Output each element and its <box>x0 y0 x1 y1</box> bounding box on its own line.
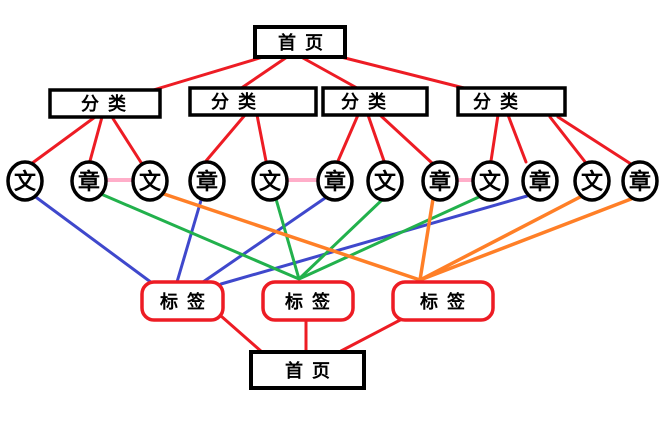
edge-article-3-tag-3 <box>159 191 422 282</box>
category-1-label: 分类 <box>81 93 135 115</box>
node-article-11: 文 <box>573 160 611 202</box>
node-article-1: 文 <box>6 160 44 202</box>
node-article-5: 文 <box>251 160 289 202</box>
edge-home-top-category-2 <box>238 55 289 91</box>
node-tag-2: 标签 <box>261 280 355 322</box>
node-tag-1: 标签 <box>140 280 225 322</box>
edge-article-5-tag-2 <box>274 197 301 281</box>
category-4-box <box>456 86 567 117</box>
edge-category-1-article-3 <box>110 115 144 166</box>
category-4-label: 分类 <box>473 91 527 113</box>
edge-category-2-article-4 <box>204 113 247 163</box>
node-tag-3: 标签 <box>391 280 495 322</box>
edge-layer <box>29 54 633 354</box>
edge-home-top-category-1 <box>148 55 265 93</box>
home-bottom-box <box>249 350 366 390</box>
node-category-4: 分类 <box>456 86 567 117</box>
edge-category-4-article-12 <box>556 115 633 166</box>
node-category-2: 分类 <box>188 86 318 117</box>
node-category-3: 分类 <box>321 86 429 117</box>
edge-article-10-tag-1 <box>219 194 529 286</box>
article-12-label: 章 <box>629 169 651 195</box>
edge-article-11-tag-3 <box>418 194 584 282</box>
article-8-circle <box>421 160 459 202</box>
node-home-top: 首页 <box>253 25 347 59</box>
node-category-1: 分类 <box>48 88 162 119</box>
node-article-8: 章 <box>421 160 459 202</box>
article-3-label: 文 <box>139 169 162 195</box>
article-1-circle <box>6 160 44 202</box>
home-bottom-label: 首页 <box>285 360 339 382</box>
tag-3-label: 标签 <box>419 291 474 313</box>
edge-category-4-article-10 <box>506 113 528 164</box>
article-10-circle <box>521 160 559 202</box>
edge-category-2-article-5 <box>255 113 268 163</box>
category-2-label: 分类 <box>211 91 265 113</box>
category-3-label: 分类 <box>341 91 395 113</box>
edge-category-1-article-2 <box>88 115 104 163</box>
article-3-circle <box>131 160 169 202</box>
article-7-label: 文 <box>374 169 397 195</box>
home-top-label: 首页 <box>278 32 332 54</box>
edge-article-8-tag-3 <box>418 197 435 282</box>
article-12-circle <box>621 160 659 202</box>
category-1-box <box>48 88 162 119</box>
article-10-label: 章 <box>529 169 551 195</box>
edge-tag-1-home-bottom <box>219 314 264 354</box>
node-article-9: 文 <box>471 160 509 202</box>
node-article-6: 章 <box>316 160 354 202</box>
article-2-circle <box>70 160 108 202</box>
home-top-box <box>253 25 347 59</box>
tag-1-box <box>140 280 225 322</box>
edge-article-9-tag-2 <box>297 194 483 281</box>
edge-article-1-tag-1 <box>31 193 154 285</box>
article-11-circle <box>573 160 611 202</box>
node-article-2: 章 <box>70 160 108 202</box>
article-5-circle <box>251 160 289 202</box>
edge-article-12-tag-3 <box>418 197 633 282</box>
edge-category-4-article-11 <box>548 115 588 165</box>
article-9-circle <box>471 160 509 202</box>
article-1-label: 文 <box>14 169 37 195</box>
article-5-label: 文 <box>259 169 282 195</box>
tag-1-label: 标签 <box>159 291 214 313</box>
edge-home-top-category-3 <box>301 56 359 90</box>
article-4-label: 章 <box>196 169 218 195</box>
article-7-circle <box>366 160 404 202</box>
category-2-box <box>188 86 318 117</box>
edge-home-top-category-4 <box>335 54 470 91</box>
tag-2-box <box>261 280 355 322</box>
edge-category-3-article-7 <box>366 113 386 163</box>
article-8-label: 章 <box>429 169 451 195</box>
edge-category-4-article-9 <box>489 113 500 163</box>
node-article-10: 章 <box>521 160 559 202</box>
article-11-label: 文 <box>581 169 604 195</box>
node-article-7: 文 <box>366 160 404 202</box>
node-article-12: 章 <box>621 160 659 202</box>
tag-2-label: 标签 <box>284 291 339 313</box>
edge-category-3-article-6 <box>336 113 360 163</box>
edge-article-6-tag-1 <box>201 194 330 284</box>
tag-3-box <box>391 280 495 322</box>
node-article-3: 文 <box>131 160 169 202</box>
edge-article-4-tag-1 <box>175 195 204 284</box>
article-6-circle <box>316 160 354 202</box>
category-3-box <box>321 86 429 117</box>
edge-tag-3-home-bottom <box>339 316 406 353</box>
edge-article-7-tag-2 <box>297 197 385 281</box>
article-4-circle <box>188 160 226 202</box>
article-2-label: 章 <box>78 169 100 195</box>
edge-article-2-tag-2 <box>99 192 301 281</box>
article-6-label: 章 <box>324 169 346 195</box>
edge-category-3-article-8 <box>378 113 434 165</box>
node-home-bottom: 首页 <box>249 350 366 390</box>
node-article-4: 章 <box>188 160 226 202</box>
edge-category-1-article-1 <box>29 115 97 166</box>
article-9-label: 文 <box>479 169 502 195</box>
